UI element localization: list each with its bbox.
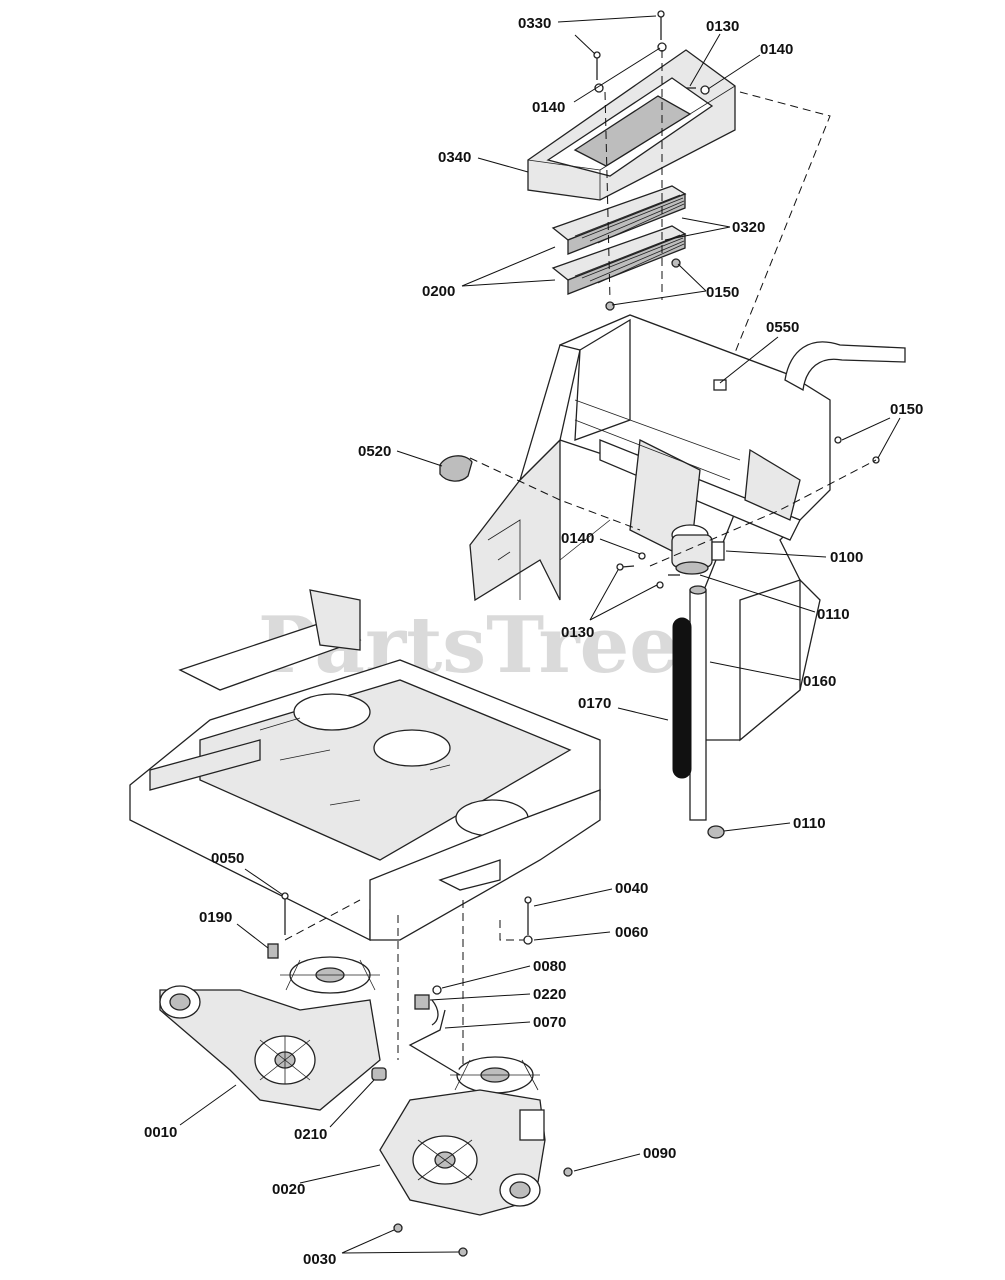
callout-0040: 0040 [615, 880, 648, 897]
callout-0210: 0210 [294, 1126, 327, 1143]
callout-0130-mid: 0130 [561, 624, 594, 641]
callout-0320: 0320 [732, 219, 765, 236]
callout-0520: 0520 [358, 443, 391, 460]
callout-0100: 0100 [830, 549, 863, 566]
callout-0150-right: 0150 [890, 401, 923, 418]
bolts-mid [616, 436, 880, 589]
callout-0200: 0200 [422, 283, 455, 300]
heat-sink-upper [551, 185, 687, 255]
shaft-0160 [689, 585, 725, 839]
callout-0110-top: 0110 [817, 606, 850, 623]
callout-0150-top: 0150 [706, 284, 739, 301]
console-frame [469, 314, 906, 742]
callout-leaders [179, 15, 901, 1254]
transaxle-left-0010 [159, 956, 387, 1111]
callout-0550: 0550 [766, 319, 799, 336]
clip-0520 [439, 455, 641, 531]
callout-0090: 0090 [643, 1145, 676, 1162]
tube-0170 [672, 617, 692, 779]
callout-0190: 0190 [199, 909, 232, 926]
callout-0140-top-right: 0140 [760, 41, 793, 58]
callout-0130-top: 0130 [706, 18, 739, 35]
console-cover [527, 49, 736, 201]
callout-0340: 0340 [438, 149, 471, 166]
callout-0170: 0170 [578, 695, 611, 712]
bolts-lower [267, 892, 533, 959]
callout-0110-bottom: 0110 [793, 815, 826, 832]
small-parts-0080-0220-0070 [393, 985, 573, 1257]
callout-0160: 0160 [803, 673, 836, 690]
base-frame [129, 589, 601, 942]
callout-0080: 0080 [533, 958, 566, 975]
callout-0330: 0330 [518, 15, 551, 32]
callout-0140-mid: 0140 [561, 530, 594, 547]
callout-0060: 0060 [615, 924, 648, 941]
callout-0220: 0220 [533, 986, 566, 1003]
callout-0070: 0070 [533, 1014, 566, 1031]
callout-0020: 0020 [272, 1181, 305, 1198]
callout-0010: 0010 [144, 1124, 177, 1141]
callout-0140-top-left: 0140 [532, 99, 565, 116]
callout-labels: 0330 0130 0140 0140 0340 0320 0200 0150 … [144, 15, 923, 1268]
callout-0030: 0030 [303, 1251, 336, 1268]
callout-0050: 0050 [211, 850, 244, 867]
guide-lines-lower [284, 899, 526, 1075]
transaxle-right-0020 [379, 1056, 546, 1216]
ignition-module-0100 [671, 524, 725, 575]
bolts-top [593, 10, 831, 386]
heat-sink-lower [551, 225, 687, 295]
